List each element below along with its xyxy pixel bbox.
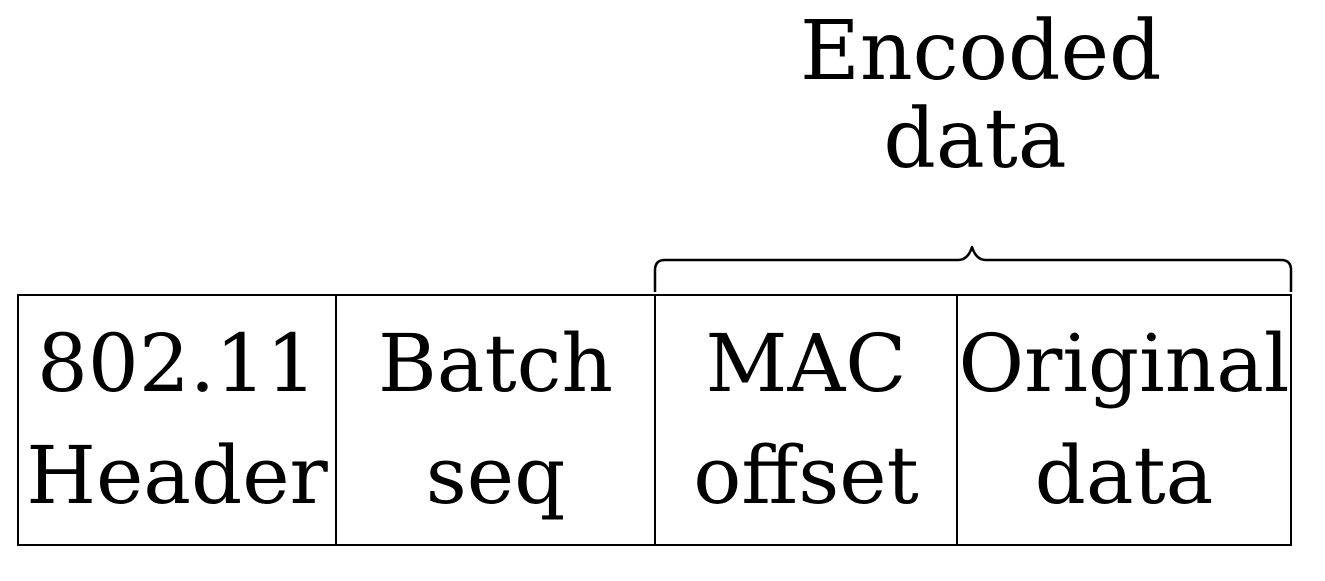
field-mac-offset-line-1: MAC <box>705 317 907 410</box>
encoded-data-label: Encoded data <box>800 4 1162 187</box>
field-divider <box>956 294 958 546</box>
field-80211-header-line-1: 802.11 <box>37 317 317 410</box>
field-batch-seq: Batch seq <box>337 294 654 546</box>
field-batch-seq-line-1: Batch <box>378 317 613 410</box>
encoded-data-label-line-1: Encoded <box>800 4 1162 99</box>
field-80211-header-line-2: Header <box>26 429 328 522</box>
field-divider <box>335 294 337 546</box>
field-original-data-line-2: data <box>1034 429 1214 522</box>
field-original-data: Original data <box>958 294 1290 546</box>
field-divider <box>654 294 656 546</box>
field-mac-offset: MAC offset <box>656 294 956 546</box>
field-80211-header: 802.11 Header <box>19 294 335 546</box>
field-batch-seq-line-2: seq <box>425 429 566 522</box>
field-mac-offset-line-2: offset <box>693 429 919 522</box>
encoded-data-label-line-2: data <box>883 92 1067 187</box>
field-original-data-line-1: Original <box>958 317 1290 410</box>
